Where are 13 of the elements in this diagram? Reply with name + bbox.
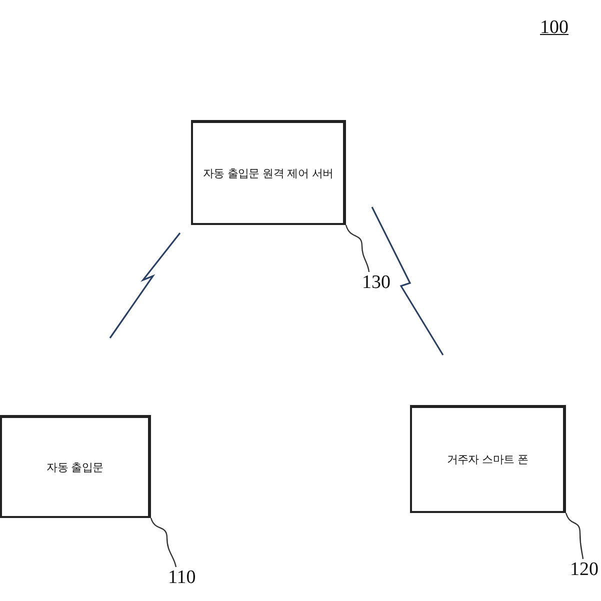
- box-label: 자동 출입문: [46, 460, 104, 474]
- component-box: [191, 120, 346, 225]
- box-label: 자동 출입문 원격 제어 서버: [202, 166, 334, 180]
- box-label: 거주자 스마트 폰: [446, 452, 528, 467]
- leader-line: [345, 224, 370, 272]
- leader-line: [150, 518, 177, 568]
- reference-number: 130: [362, 273, 390, 292]
- figure-number: 100: [540, 18, 568, 37]
- leader-line: [565, 512, 584, 560]
- component-box: [0, 415, 151, 518]
- component-box: [410, 405, 566, 513]
- reference-number: 110: [168, 568, 196, 587]
- reference-number: 120: [570, 560, 598, 579]
